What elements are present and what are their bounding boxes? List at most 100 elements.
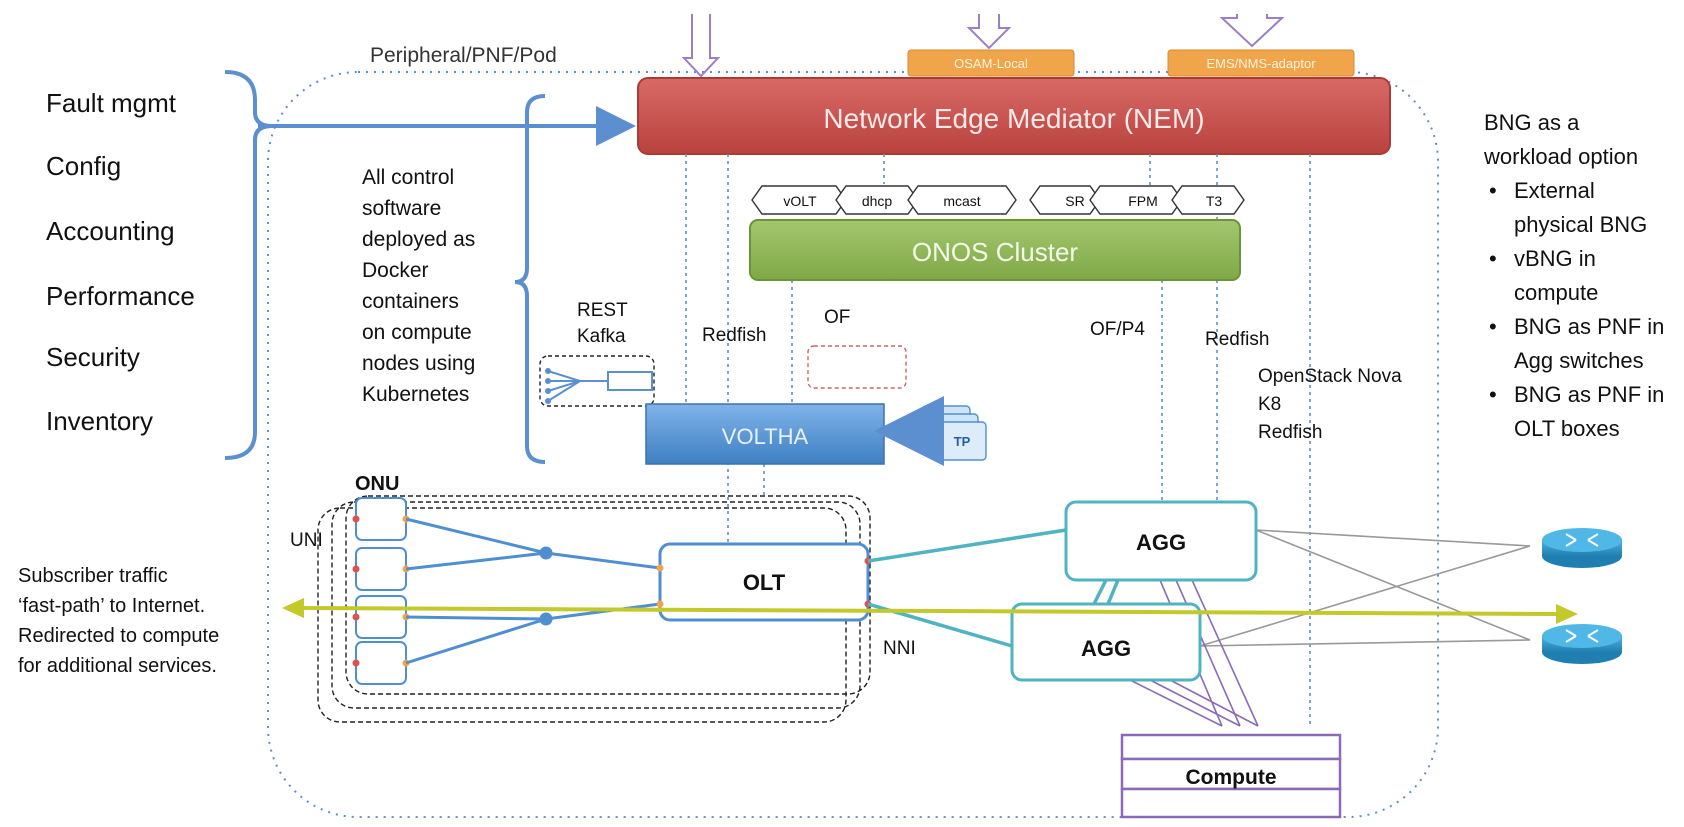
osam-local-label: OSAM-Local bbox=[954, 56, 1028, 71]
inbound-arrow-mid bbox=[966, 14, 1012, 50]
control-line: software bbox=[362, 197, 441, 220]
bng-bullet-text: Agg switches bbox=[1514, 348, 1644, 373]
osam-local-box bbox=[907, 49, 1075, 77]
compute-rack bbox=[1120, 733, 1342, 819]
onu-device bbox=[355, 547, 407, 591]
app-label-volt: vOLT bbox=[783, 193, 817, 209]
app-label-sr: SR bbox=[1065, 193, 1084, 209]
inbound-arrows bbox=[681, 14, 1285, 78]
fcaps-item: Fault mgmt bbox=[46, 88, 177, 118]
of-label: OF bbox=[824, 307, 850, 328]
olt-box bbox=[658, 542, 870, 622]
onos-apps-right bbox=[1029, 185, 1245, 215]
subscriber-traffic-arrow bbox=[282, 598, 1578, 624]
bng-bullet-text: physical BNG bbox=[1514, 212, 1647, 237]
control-line: deployed as bbox=[362, 228, 475, 251]
fcaps-item: Config bbox=[46, 151, 121, 181]
nni-label: NNI bbox=[883, 638, 916, 659]
compute-label: Compute bbox=[1186, 766, 1277, 789]
control-line: Kubernetes bbox=[362, 383, 469, 406]
router-icon-top bbox=[1542, 528, 1622, 568]
control-brace bbox=[514, 94, 546, 464]
bng-options: BNG as a workload option • External phys… bbox=[1483, 110, 1664, 441]
bng-bullet: • bbox=[1489, 178, 1497, 203]
agg-top-label: AGG bbox=[1136, 530, 1186, 555]
onos-cluster-bar bbox=[749, 219, 1241, 281]
bng-bullet-text: OLT boxes bbox=[1514, 416, 1620, 441]
onu-group-shadow-1 bbox=[331, 501, 861, 709]
openstack-label: OpenStack Nova bbox=[1258, 366, 1402, 387]
inbound-arrow-right bbox=[1219, 14, 1285, 48]
voltha-box bbox=[645, 403, 885, 465]
fcaps-item: Inventory bbox=[46, 406, 153, 436]
bng-bullet: • bbox=[1489, 314, 1497, 339]
control-software-text: All control software deployed as Docker … bbox=[362, 166, 475, 406]
bng-bullet-text: BNG as PNF in bbox=[1514, 382, 1664, 407]
app-tag-fpm bbox=[1089, 185, 1183, 215]
fcaps-list: Fault mgmt Config Accounting Performance… bbox=[46, 88, 195, 436]
subscriber-line: Redirected to compute bbox=[18, 625, 219, 647]
onos-cluster-title: ONOS Cluster bbox=[912, 237, 1078, 267]
fcaps-item: Security bbox=[46, 342, 140, 372]
redfish-left-label: Redfish bbox=[702, 325, 766, 346]
uni-label: UNI bbox=[290, 530, 323, 551]
agg-bottom-box bbox=[1010, 602, 1202, 682]
subscriber-line: ‘fast-path’ to Internet. bbox=[18, 595, 205, 617]
onu-device bbox=[355, 595, 407, 639]
onu-device bbox=[355, 497, 407, 541]
app-label-t3: T3 bbox=[1206, 193, 1223, 209]
of-p4-label: OF/P4 bbox=[1090, 319, 1145, 340]
subscriber-line: Subscriber traffic bbox=[18, 565, 168, 587]
nem-title: Network Edge Mediator (NEM) bbox=[823, 103, 1204, 134]
bng-bullet-text: compute bbox=[1514, 280, 1598, 305]
agg-top-box bbox=[1064, 500, 1258, 582]
onos-apps-left bbox=[751, 185, 1017, 215]
voltha-title: VOLTHA bbox=[722, 424, 809, 449]
router-icon-bottom bbox=[1542, 624, 1622, 664]
of-placeholder-box bbox=[807, 345, 907, 389]
app-label-mcast: mcast bbox=[943, 193, 980, 209]
rest-label: REST bbox=[577, 300, 628, 321]
redfish-right-label: Redfish bbox=[1205, 329, 1269, 350]
control-line: on compute bbox=[362, 321, 472, 344]
tp-stack-icon bbox=[921, 405, 987, 461]
bng-bullet-text: vBNG in bbox=[1514, 246, 1596, 271]
app-label-fpm: FPM bbox=[1128, 193, 1158, 209]
subscriber-line: for additional services. bbox=[18, 655, 217, 677]
fcaps-item: Accounting bbox=[46, 216, 175, 246]
app-tag-t3 bbox=[1171, 185, 1245, 215]
bng-title-line: BNG as a bbox=[1484, 110, 1580, 135]
bng-bullet-text: External bbox=[1514, 178, 1595, 203]
app-label-dhcp: dhcp bbox=[862, 193, 893, 209]
pod-label: Peripheral/PNF/Pod bbox=[370, 44, 557, 67]
app-tag-dhcp bbox=[835, 185, 919, 215]
control-line: Docker bbox=[362, 259, 429, 282]
control-line: nodes using bbox=[362, 352, 475, 375]
ems-adaptor-box bbox=[1167, 49, 1355, 77]
redfish-compute-label: Redfish bbox=[1258, 422, 1322, 443]
onu-label: ONU bbox=[355, 473, 399, 495]
bng-title-line: workload option bbox=[1483, 144, 1638, 169]
agg-bottom-label: AGG bbox=[1081, 636, 1131, 661]
app-tag-volt bbox=[751, 185, 847, 215]
bng-bullet: • bbox=[1489, 382, 1497, 407]
subscriber-traffic-text: Subscriber traffic ‘fast-path’ to Intern… bbox=[18, 565, 219, 677]
onu-device bbox=[355, 641, 407, 685]
nem-bar bbox=[637, 77, 1391, 155]
app-tag-mcast bbox=[907, 185, 1017, 215]
control-line: containers bbox=[362, 290, 459, 313]
bng-bullet-text: BNG as PNF in bbox=[1514, 314, 1664, 339]
app-tag-sr bbox=[1029, 185, 1101, 215]
onu-group bbox=[345, 495, 871, 695]
router-links bbox=[1199, 529, 1531, 647]
kafka-label: Kafka bbox=[577, 326, 626, 347]
bng-bullet: • bbox=[1489, 246, 1497, 271]
pon-splitters bbox=[405, 517, 661, 665]
control-line: All control bbox=[362, 166, 454, 189]
fcaps-brace bbox=[224, 70, 273, 460]
fcaps-item: Performance bbox=[46, 281, 195, 311]
k8-label: K8 bbox=[1258, 394, 1281, 415]
tp-label: TP bbox=[954, 434, 971, 449]
ems-adaptor-label: EMS/NMS-adaptor bbox=[1206, 56, 1316, 71]
